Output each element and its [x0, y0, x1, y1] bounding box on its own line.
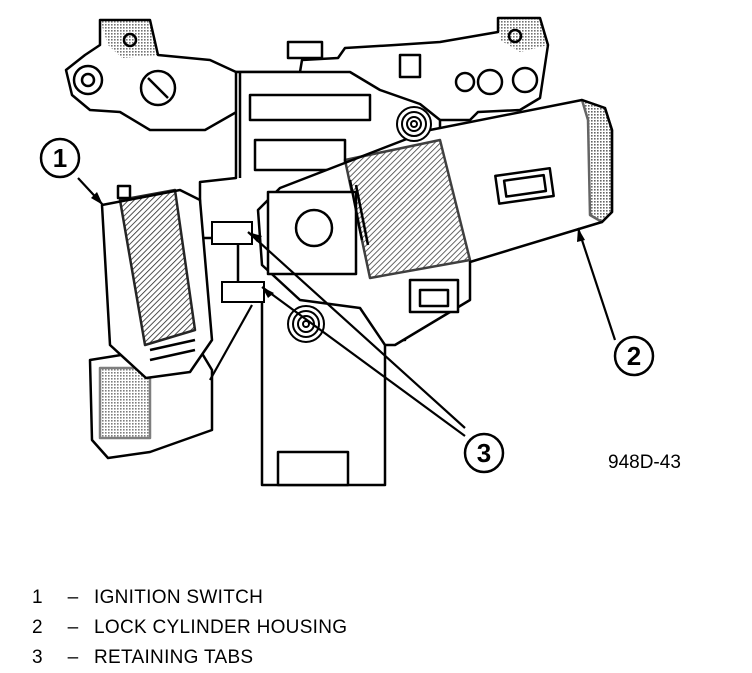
callout-3-number: 3 — [477, 438, 491, 468]
lower-spring — [287, 305, 325, 343]
legend-number: 2 — [32, 617, 43, 638]
callout-3: 3 — [463, 432, 505, 474]
callout-2: 2 — [613, 335, 655, 377]
legend-item: 2 –LOCK CYLINDER HOUSING — [32, 613, 712, 643]
callout-1-number: 1 — [53, 143, 67, 173]
legend-text: LOCK CYLINDER HOUSING — [94, 617, 348, 638]
legend-dash: – — [67, 617, 79, 638]
legend-text: RETAINING TABS — [94, 647, 254, 668]
retaining-tabs — [211, 221, 265, 303]
bracket-shading — [100, 18, 548, 58]
legend-item: 1 –IGNITION SWITCH — [32, 583, 712, 613]
callout-3-leader-c — [209, 304, 253, 381]
lock-cylinder-housing — [256, 98, 614, 347]
leader-lines — [77, 177, 617, 437]
figure-code: 948D-43 — [608, 452, 681, 473]
legend-number: 1 — [32, 587, 43, 608]
callout-2-number: 2 — [627, 341, 641, 371]
legend-dash: – — [67, 647, 79, 668]
legend-number: 3 — [32, 647, 43, 668]
callout-2-leader — [576, 227, 617, 341]
legend-item: 3 –RETAINING TABS — [32, 643, 712, 673]
leader-arrowheads — [91, 192, 585, 298]
upper-spring — [396, 106, 432, 142]
callout-3-leader-a — [247, 231, 466, 429]
legend-text: IGNITION SWITCH — [94, 587, 264, 608]
ignition-switch — [88, 184, 214, 460]
legend-dash: – — [67, 587, 79, 608]
callout-3-leader-b — [261, 286, 466, 437]
legend: 1–IGNITION SWITCH 2–LOCK CYLINDER HOUSIN… — [32, 583, 712, 673]
callout-1: 1 — [39, 137, 81, 179]
